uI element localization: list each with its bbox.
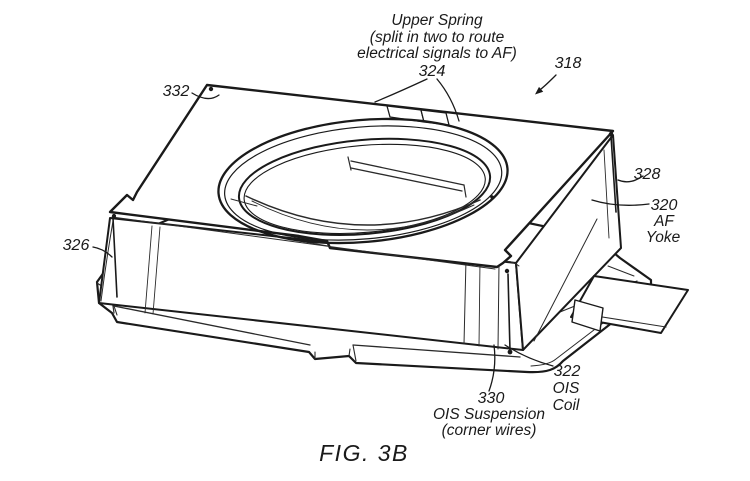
corner-wire-left — [112, 217, 118, 298]
ref-330: 330 — [478, 390, 505, 407]
ois-corner-wires — [112, 135, 617, 352]
spring-weld-dots — [111, 86, 614, 355]
corner-wire-front — [507, 273, 511, 352]
base-corner-foot — [571, 299, 604, 332]
label-ois-suspension: OIS Suspension — [433, 406, 545, 423]
label-yoke: Yoke — [646, 229, 681, 246]
arrow-318-shaft — [540, 74, 557, 90]
label-ois: OIS — [553, 380, 580, 397]
base-details — [96, 265, 646, 367]
leader-326 — [92, 246, 113, 258]
arrow-318-head — [535, 86, 544, 95]
yoke-surface-lines — [100, 149, 610, 350]
ref-326: 326 — [63, 237, 90, 254]
figure-caption: FIG. 3B — [319, 440, 409, 466]
leader-320 — [591, 199, 650, 206]
ref-320: 320 — [651, 197, 678, 214]
label-upper-spring-line3: electrical signals to AF) — [357, 45, 517, 62]
corner-wire-back — [610, 135, 617, 213]
plate-outline — [108, 83, 615, 269]
ref-328: 328 — [634, 166, 661, 183]
leader-322 — [504, 344, 554, 367]
yoke-front-right-wall — [515, 134, 622, 351]
leader-332 — [191, 92, 220, 100]
leader-324-right — [436, 78, 460, 122]
flex-tab — [570, 275, 689, 334]
ref-324: 324 — [419, 63, 446, 80]
label-upper-spring-line2: (split in two to route — [370, 29, 505, 46]
leader-330 — [488, 344, 496, 392]
lens-opening — [217, 117, 509, 245]
leader-324-left — [374, 78, 428, 103]
leader-328 — [617, 175, 644, 183]
ref-332: 332 — [163, 83, 190, 100]
lower-spring-through-opening — [230, 156, 481, 231]
ref-322: 322 — [554, 363, 581, 380]
ref-318: 318 — [555, 55, 582, 72]
af-yoke-body — [98, 134, 622, 351]
callout-leaders — [92, 74, 650, 392]
upper-spring-plate — [108, 83, 615, 355]
label-corner-wires: (corner wires) — [442, 422, 537, 439]
label-af: AF — [653, 213, 675, 230]
label-upper-spring-line1: Upper Spring — [391, 12, 483, 29]
callout-texts: Upper Spring (split in two to route elec… — [63, 12, 681, 466]
label-coil: Coil — [553, 397, 580, 414]
